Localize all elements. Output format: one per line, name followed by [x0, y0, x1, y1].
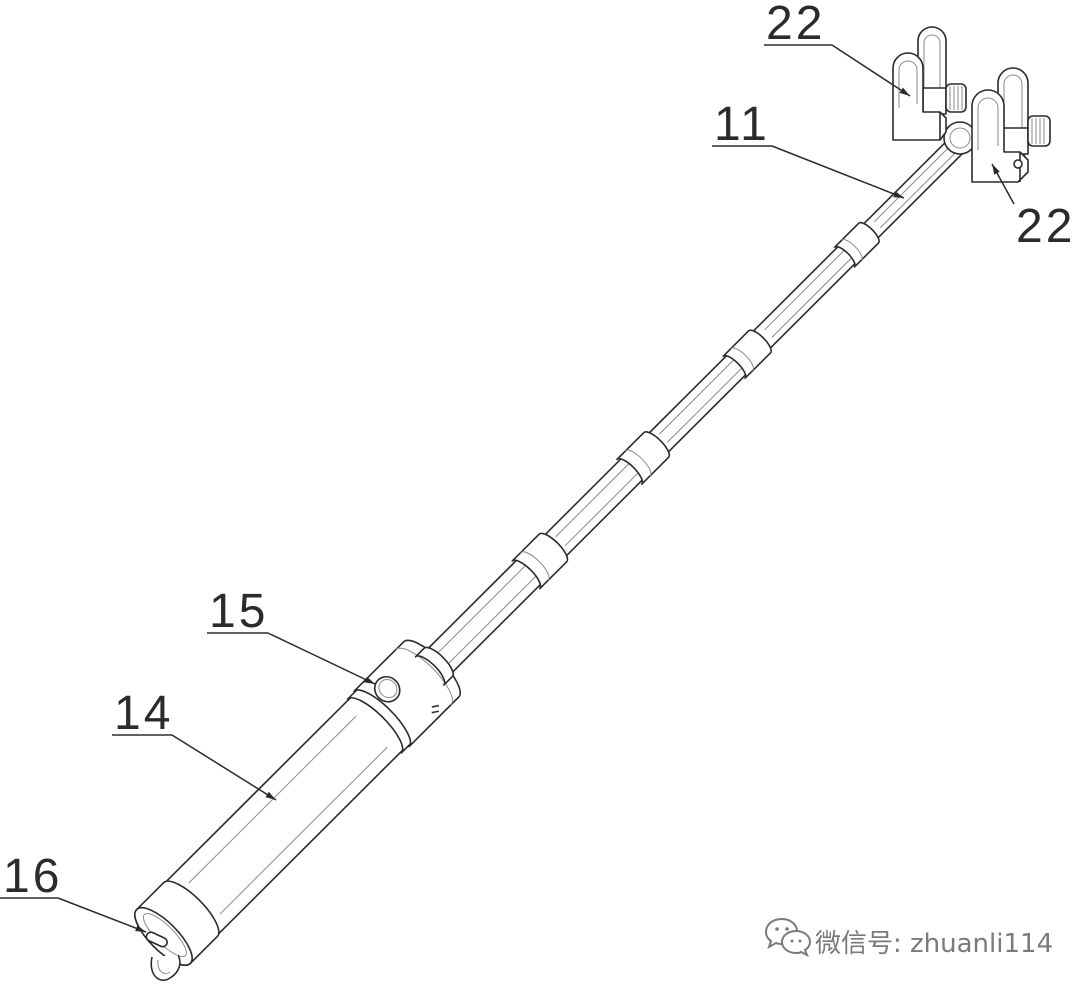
watermark-text: 微信号: zhuanli114 [815, 929, 1053, 959]
label-clip-holder-top: 22 [766, 0, 825, 50]
label-rod-leader [771, 145, 905, 199]
rod-joint-sleeve-3-groove [730, 347, 754, 371]
shutter-button [373, 675, 401, 703]
rod-joint-sleeve-1 [511, 532, 569, 590]
rod-tube-2-highlight [555, 457, 645, 547]
label-clip-holder-top-leader [831, 44, 911, 97]
selfie-stick [134, 134, 968, 966]
clip-2-knob [1027, 115, 1051, 147]
clip-holder-2 [971, 67, 1051, 183]
wechat-icon-eye-2 [785, 927, 789, 931]
usb-port [145, 931, 168, 948]
handle [134, 639, 461, 966]
rod-tube-4-highlight [764, 244, 858, 338]
label-handle: 14 [114, 687, 173, 740]
clip-1-back-finger-inner [923, 34, 941, 104]
wechat-icon-eye-3 [790, 939, 794, 943]
lanyard-loop-inner [157, 959, 171, 974]
label-clip-holder-bottom: 22 [1016, 200, 1075, 253]
watermark: 微信号: zhuanli114 [764, 917, 1053, 959]
clip-1-knob-knurling [949, 86, 963, 110]
label-clip-holder-bottom-leader [991, 163, 1015, 205]
label-port: 16 [3, 850, 62, 903]
rod-joint-sleeve-2-groove [625, 449, 652, 477]
clip-2-front-finger [971, 89, 1029, 183]
end-cap-face [134, 907, 193, 966]
clip-holder-1 [892, 26, 967, 141]
clip-2-back-finger-inner [1003, 74, 1023, 146]
wechat-icon [764, 917, 812, 958]
label-button-leader [267, 632, 376, 685]
rod-joint-sleeve-1-groove [520, 551, 550, 581]
rod-joint-sleeve-2 [616, 431, 671, 485]
rod-joint-sleeve-4 [833, 221, 880, 268]
telescopic-rod [414, 134, 968, 687]
collar-ring-line [395, 647, 453, 706]
rod-joint-sleeve-4-groove [841, 239, 863, 261]
clip-1-knob [945, 83, 967, 113]
label-handle-leader [171, 734, 277, 801]
rod-tube-1-highlight [430, 561, 541, 672]
clip-2-front-finger-inner [977, 97, 999, 150]
handle-collar [353, 639, 461, 748]
lanyard-loop [150, 954, 181, 981]
collar-neck-ring [414, 646, 454, 686]
top-connector-inner [949, 127, 971, 149]
shutter-button-inner [378, 679, 398, 699]
wechat-icon-eye-1 [775, 927, 779, 931]
rod-joint-sleeve-3 [722, 329, 772, 380]
clip-2-pocket [1002, 127, 1029, 155]
clip-2-knob-knurling [1031, 118, 1045, 144]
clip-2-hole [1013, 159, 1023, 169]
clip-1-front-finger-inner [898, 60, 918, 108]
rod-tube-5-highlight [873, 144, 958, 229]
wechat-icon-bubble-small [780, 929, 812, 958]
label-rod: 11 [714, 98, 770, 151]
rod-tube-3-highlight [659, 354, 748, 443]
label-button: 15 [209, 585, 268, 638]
collar-tick-marks [431, 704, 440, 714]
wechat-icon-eye-4 [798, 939, 802, 943]
label-port-leader [57, 897, 147, 933]
clip-1-pocket [922, 87, 947, 115]
